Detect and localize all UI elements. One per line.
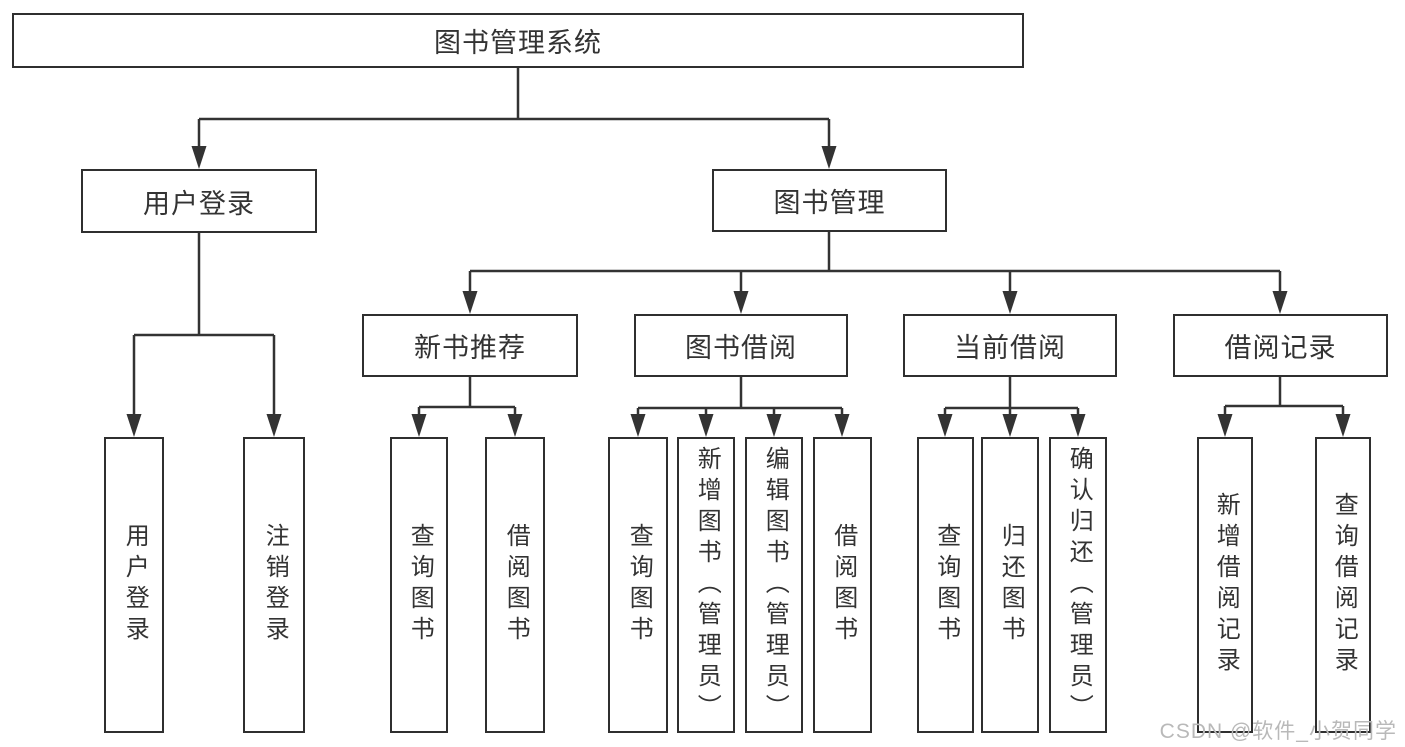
leaf-label: 用户登录 bbox=[121, 523, 149, 647]
node-new-book-recommend: 新书推荐 bbox=[362, 314, 578, 377]
leaf-label: 借阅图书 bbox=[502, 523, 530, 647]
leaf-label: 确认归还（管理员） bbox=[1065, 445, 1093, 725]
node-current-borrowing: 当前借阅 bbox=[903, 314, 1117, 377]
leaf-query-books-borrow: 查询图书 bbox=[608, 437, 668, 733]
leaf-label: 查询图书 bbox=[932, 523, 960, 647]
leaf-logout: 注销登录 bbox=[243, 437, 305, 733]
csdn-watermark: CSDN @软件_小贺同学 bbox=[1159, 720, 1397, 743]
leaf-add-books-admin: 新增图书（管理员） bbox=[677, 437, 735, 733]
leaf-label: 查询图书 bbox=[406, 523, 434, 647]
leaf-edit-books-admin: 编辑图书（管理员） bbox=[745, 437, 803, 733]
leaf-borrow-books-recommend: 借阅图书 bbox=[485, 437, 545, 733]
leaf-borrow-books-borrow: 借阅图书 bbox=[813, 437, 872, 733]
node-label: 当前借阅 bbox=[954, 333, 1066, 363]
node-label: 图书管理系统 bbox=[434, 28, 602, 58]
node-root-library-system: 图书管理系统 bbox=[12, 13, 1024, 68]
node-book-management: 图书管理 bbox=[712, 169, 947, 232]
leaf-label: 新增图书（管理员） bbox=[693, 445, 721, 725]
node-user-login: 用户登录 bbox=[81, 169, 317, 233]
node-label: 新书推荐 bbox=[414, 333, 526, 363]
leaf-user-login: 用户登录 bbox=[104, 437, 164, 733]
node-label: 用户登录 bbox=[143, 188, 255, 219]
node-label: 图书借阅 bbox=[685, 333, 797, 363]
leaf-label: 借阅图书 bbox=[829, 523, 857, 647]
leaf-confirm-return-admin: 确认归还（管理员） bbox=[1049, 437, 1107, 733]
leaf-query-books-recommend: 查询图书 bbox=[390, 437, 448, 733]
leaf-label: 查询图书 bbox=[625, 523, 653, 647]
leaf-add-borrow-record: 新增借阅记录 bbox=[1197, 437, 1253, 733]
node-label: 借阅记录 bbox=[1224, 333, 1337, 363]
leaf-label: 归还图书 bbox=[997, 523, 1025, 647]
leaf-query-borrow-record: 查询借阅记录 bbox=[1315, 437, 1371, 733]
leaf-query-books-current: 查询图书 bbox=[917, 437, 974, 733]
arrowhead-icons bbox=[126, 146, 1351, 437]
leaf-return-books: 归还图书 bbox=[981, 437, 1039, 733]
leaf-label: 编辑图书（管理员） bbox=[761, 445, 789, 725]
node-book-borrowing: 图书借阅 bbox=[634, 314, 848, 377]
leaf-label: 新增借阅记录 bbox=[1212, 492, 1240, 678]
leaf-label: 查询借阅记录 bbox=[1330, 492, 1358, 678]
node-label: 图书管理 bbox=[773, 188, 886, 218]
node-borrowing-records: 借阅记录 bbox=[1173, 314, 1388, 377]
leaf-label: 注销登录 bbox=[261, 523, 289, 647]
